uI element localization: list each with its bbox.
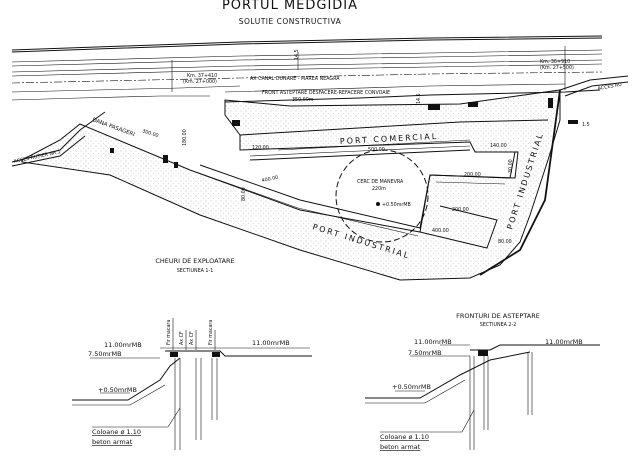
building	[428, 104, 440, 110]
building	[568, 120, 578, 124]
s1-fir-macara-1: Fir macara	[166, 320, 172, 345]
dim-400a: 400.00	[261, 175, 279, 184]
s2-columns-label: Coloane ø 1.10	[380, 433, 429, 441]
s1-level-mid: 7.50mrMB	[88, 350, 122, 358]
section1-title: CHEURI DE EXPLOATARE	[155, 257, 234, 265]
section2-profile	[365, 344, 600, 450]
s1-level-top-right: 11.00mrMB	[252, 339, 290, 347]
s1-columns-material: beton armat	[92, 438, 133, 446]
dim-30: 30.00	[508, 159, 514, 173]
building	[163, 155, 168, 163]
section1-subtitle: SECTIUNEA 1-1	[177, 268, 214, 274]
dim-500: 500.00	[368, 147, 385, 153]
building	[110, 148, 114, 153]
mark-2: 14.5	[416, 93, 422, 104]
dim-200a: 200.00	[464, 172, 481, 178]
s2-level-top-left: 11.00mrMB	[414, 338, 452, 346]
building	[468, 102, 478, 107]
center-level: +0.50mrMB	[382, 202, 411, 208]
building	[232, 120, 240, 126]
km-right-2: (Km. 27+500)	[540, 65, 574, 71]
drawing-subtitle: SOLUTIE CONSTRUCTIVA	[239, 17, 342, 26]
building	[548, 98, 553, 108]
s1-level-bottom: +0.50mrMB	[98, 386, 137, 394]
dim-140: 140.00	[490, 143, 507, 149]
mark-1: 14.5	[294, 49, 300, 60]
s2-columns-material: beton armat	[380, 443, 421, 451]
section1-profile	[72, 318, 312, 450]
s1-ax-cf-2: Ax CF	[189, 331, 195, 345]
s2-level-top-right: 11.00mrMB	[545, 338, 583, 346]
s1-fir-macara-2: Fir macara	[208, 320, 214, 345]
s1-level-top-left: 11.00mrMB	[104, 341, 142, 349]
canal-axis-label: AX CANAL DUNARE - MAREA NEAGRA	[250, 76, 340, 82]
dim-400b: 400.00	[432, 228, 449, 234]
dim-180: 180.00	[182, 129, 188, 146]
km-left-1: Km. 37+410	[187, 73, 217, 79]
canal	[11, 35, 603, 103]
s1-columns-label: Coloane ø 1.10	[92, 428, 141, 436]
s2-level-bottom: +0.50mrMB	[392, 383, 431, 391]
mark-3: 1.5	[582, 122, 590, 128]
turning-circle	[335, 149, 429, 243]
dim-80a: 80.00	[241, 187, 247, 201]
s2-level-mid: 7.50mrMB	[408, 349, 442, 357]
cerc-diameter: 220m	[372, 186, 386, 192]
km-right-1: Km. 36+910	[540, 59, 570, 65]
km-left-2: (Km. 27+000)	[183, 79, 217, 85]
section2-title: FRONTURI DE ASTEPTARE	[456, 312, 540, 320]
acces-right-label: ACCES RU	[597, 82, 622, 92]
dim-300: 300.00	[141, 128, 159, 139]
level-marker	[376, 202, 380, 206]
dim-200b: 200.00	[452, 207, 469, 213]
building	[174, 162, 178, 168]
port-platform	[21, 89, 561, 281]
dim-120: 120.00	[252, 145, 269, 151]
s1-ax-cf-1: Ax CF	[179, 331, 185, 345]
cerc-label: CERC DE MANEVRA	[357, 179, 404, 185]
drawing-title: PORTUL MEDGIDIA	[222, 0, 358, 13]
front-length: 350,00m	[292, 97, 314, 103]
section2-subtitle: SECTIUNEA 2-2	[480, 322, 517, 328]
front-label: FRONT ASTEPTARE DESFACERE-REFACERE CONVO…	[262, 90, 390, 96]
dim-80b: 80.00	[498, 239, 512, 245]
